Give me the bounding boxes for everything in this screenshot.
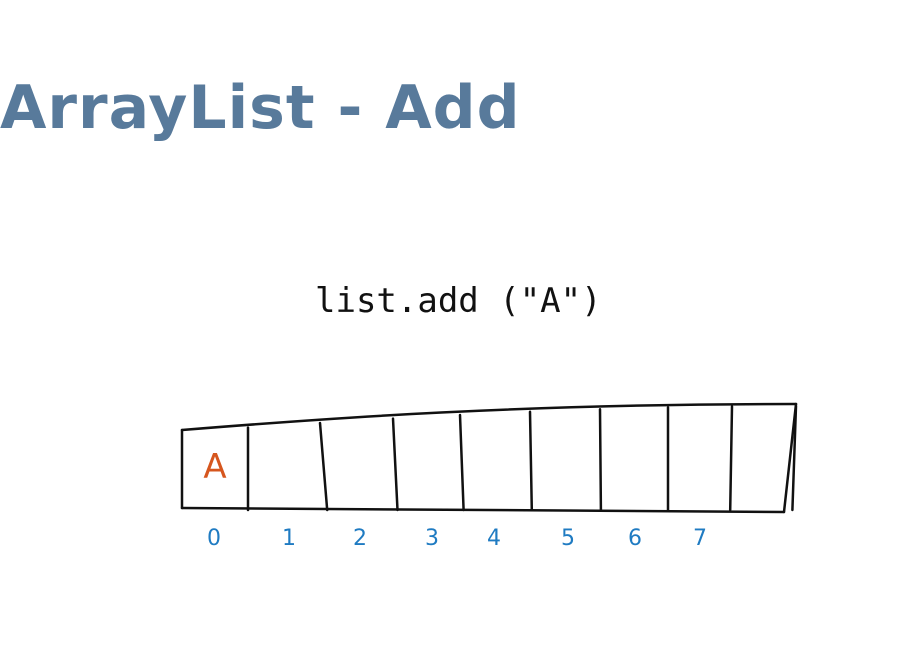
cell-dividers xyxy=(246,402,798,514)
cell-divider-8 xyxy=(728,405,734,512)
array-top-edge xyxy=(180,402,798,432)
slide-title: ArrayList - Add xyxy=(0,73,521,143)
array-outline xyxy=(180,402,798,514)
index-label-3: 3 xyxy=(425,526,439,551)
array-bottom-edge xyxy=(180,506,786,514)
cell-divider-4 xyxy=(458,413,465,512)
index-label-4: 4 xyxy=(487,526,501,551)
cell-divider-5 xyxy=(528,410,534,512)
cell-divider-9 xyxy=(791,404,798,512)
index-labels: 0 1 2 3 4 5 6 7 xyxy=(207,526,707,551)
cell-values: A xyxy=(203,447,226,487)
index-label-1: 1 xyxy=(282,526,296,551)
index-label-6: 6 xyxy=(628,526,642,551)
index-label-7: 7 xyxy=(693,526,707,551)
cell-divider-6 xyxy=(598,407,603,512)
cell-divider-2 xyxy=(318,421,329,512)
cell-value-0: A xyxy=(203,447,226,487)
array-right-edge xyxy=(782,402,798,514)
index-label-5: 5 xyxy=(561,526,575,551)
cell-divider-3 xyxy=(391,417,399,512)
code-statement: list.add ("A") xyxy=(315,281,602,321)
index-label-0: 0 xyxy=(207,526,221,551)
index-label-2: 2 xyxy=(353,526,367,551)
